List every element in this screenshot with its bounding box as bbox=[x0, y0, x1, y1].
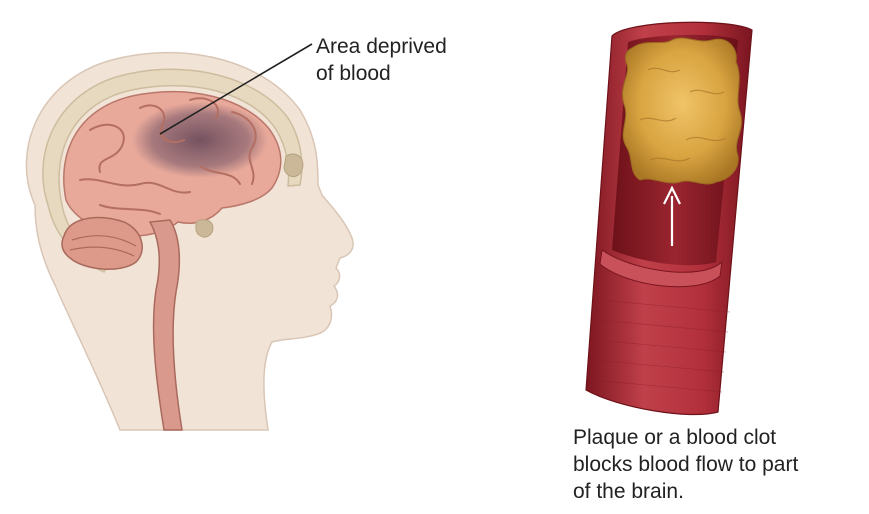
blood-vessel-illustration bbox=[586, 22, 752, 414]
plaque bbox=[622, 38, 741, 184]
vessel-caption-line-3: of the brain. bbox=[573, 479, 798, 506]
brain-annotation-line-1: Area deprived bbox=[316, 34, 447, 61]
head-illustration bbox=[26, 53, 353, 430]
vessel-caption: Plaque or a blood clot blocks blood flow… bbox=[573, 425, 798, 506]
vessel-caption-line-1: Plaque or a blood clot bbox=[573, 425, 798, 452]
sinus bbox=[284, 154, 303, 177]
brain-annotation-label: Area deprived of blood bbox=[316, 34, 447, 88]
brain-annotation-line-2: of blood bbox=[316, 61, 447, 88]
sinus-lower bbox=[196, 220, 213, 237]
vessel-caption-line-2: blocks blood flow to part bbox=[573, 452, 798, 479]
